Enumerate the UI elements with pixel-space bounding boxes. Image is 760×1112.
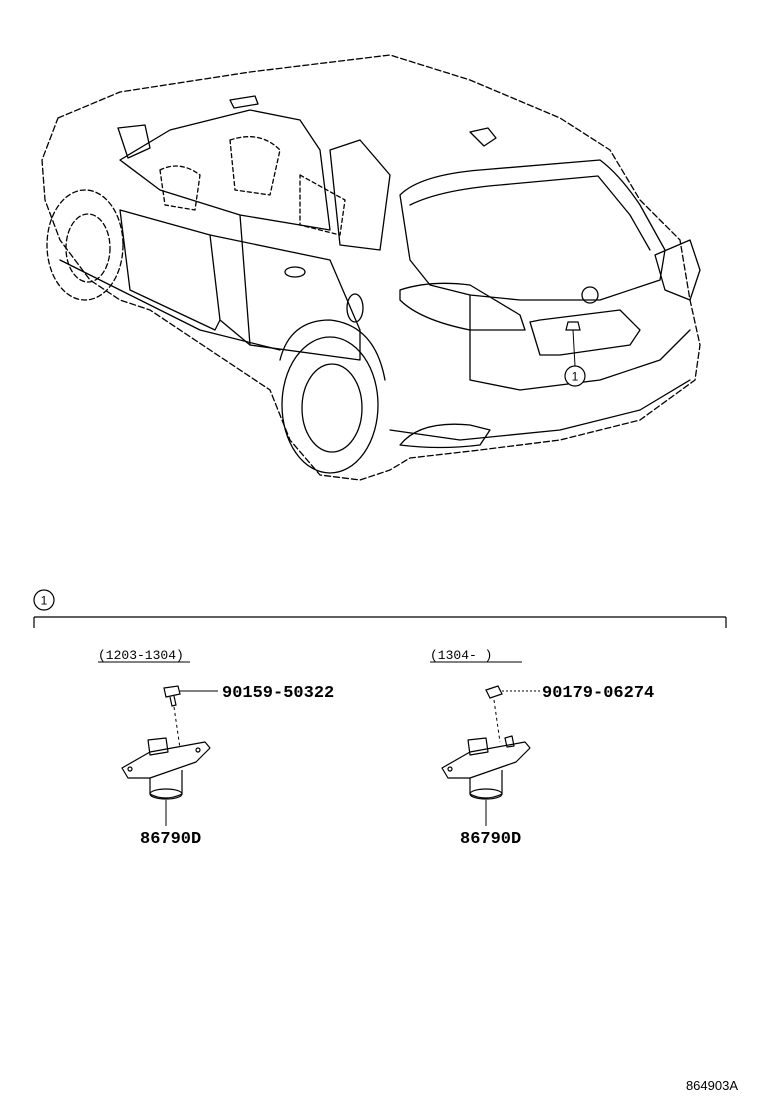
vehicle-illustration xyxy=(41,54,701,481)
variant-1-screw-part-number[interactable]: 90159-50322 xyxy=(222,684,334,703)
clip-icon xyxy=(485,685,503,699)
group-callout-number: 1 xyxy=(41,594,48,608)
vehicle-callout: 1 xyxy=(564,321,586,387)
variant-2: (1304- ) 90179-06274 86790D xyxy=(430,648,654,849)
variant-2-period: (1304- ) xyxy=(430,648,492,663)
variant-1-camera-part-number[interactable]: 86790D xyxy=(140,830,201,849)
vehicle-callout-number: 1 xyxy=(572,370,579,384)
camera-icon xyxy=(441,735,531,800)
group-bracket: 1 xyxy=(33,589,727,628)
variant-2-screw-part-number[interactable]: 90179-06274 xyxy=(542,684,654,703)
variant-2-camera-part-number[interactable]: 86790D xyxy=(460,830,521,849)
screw-icon xyxy=(163,685,181,707)
variant-1-period: (1203-1304) xyxy=(98,648,184,663)
catalog-code: 864903A xyxy=(686,1078,738,1093)
variant-1: (1203-1304) 90159-50322 86790D xyxy=(98,648,334,849)
camera-icon xyxy=(121,737,211,800)
